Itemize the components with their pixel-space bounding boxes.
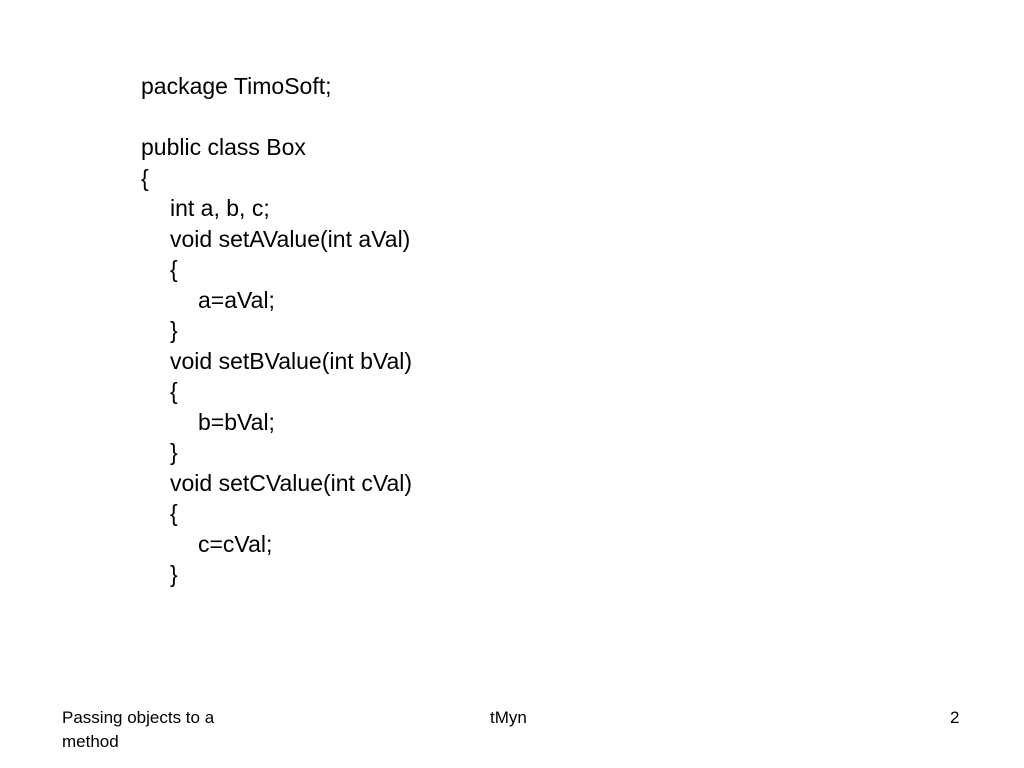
code-line: { bbox=[170, 256, 178, 282]
code-line: package TimoSoft; bbox=[141, 73, 332, 99]
code-line: public class Box bbox=[141, 134, 306, 160]
code-line: { bbox=[141, 164, 149, 191]
code-line: b=bVal; bbox=[198, 408, 275, 435]
code-line: } bbox=[170, 439, 178, 465]
page-number: 2 bbox=[950, 708, 960, 727]
code-line: void setCValue(int cVal) bbox=[170, 469, 413, 496]
code-line: { bbox=[170, 500, 178, 526]
code-line: void setAValue(int aVal) bbox=[170, 225, 411, 252]
code-line bbox=[141, 102, 412, 133]
code-line: { bbox=[170, 378, 178, 404]
code-line: a=aVal; bbox=[198, 286, 275, 313]
code-line: int a, b, c; bbox=[170, 195, 270, 221]
footer-title: Passing objects to a method bbox=[62, 708, 215, 751]
code-line: c=cVal; bbox=[198, 530, 273, 557]
code-listing: package TimoSoft; public class Box { int… bbox=[141, 71, 412, 590]
code-line: void setBValue(int bVal) bbox=[170, 347, 413, 374]
footer-author: tMyn bbox=[490, 708, 527, 727]
code-line: } bbox=[170, 561, 178, 587]
code-line: } bbox=[170, 317, 178, 343]
